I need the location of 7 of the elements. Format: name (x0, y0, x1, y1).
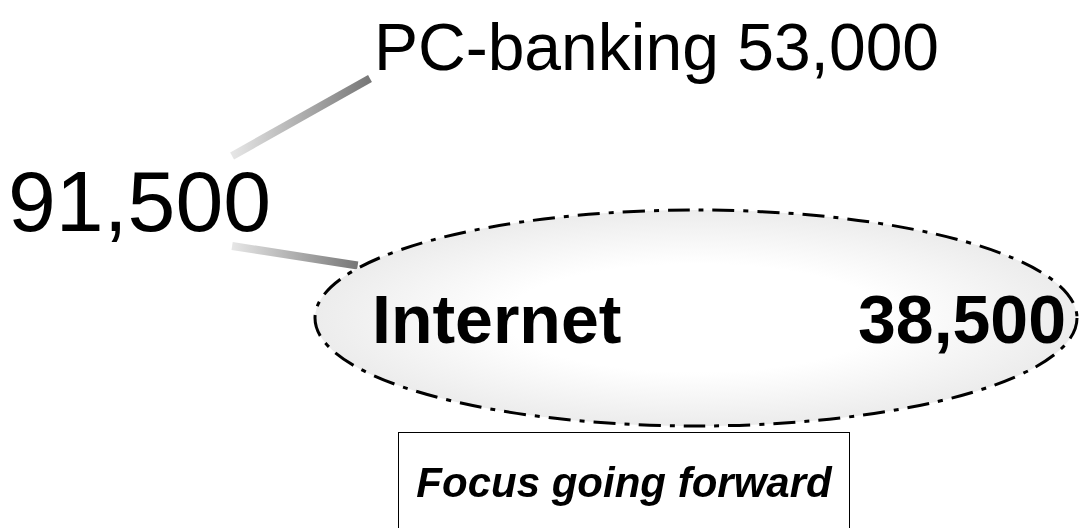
total-value: 91,500 (8, 158, 272, 244)
note-box: Focus going forward (398, 432, 850, 528)
category-label: Internet (372, 285, 622, 353)
connector-line (230, 75, 372, 160)
connector-line (231, 242, 359, 270)
dashed-ellipse (312, 207, 1080, 429)
value-label: 38,500 (858, 285, 1066, 353)
